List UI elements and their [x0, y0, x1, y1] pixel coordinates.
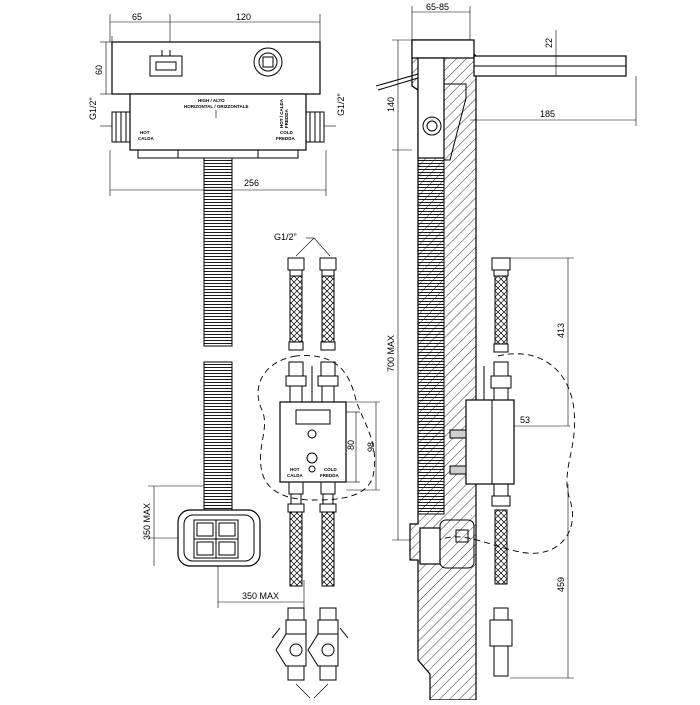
dim-98-label: 98: [366, 442, 376, 452]
body-label-2: HORIZONTAL / ORIZZONTALE: [184, 104, 249, 109]
dim-350max-h-label: 350 MAX: [242, 591, 279, 601]
dim-140-label: 140: [386, 97, 396, 112]
corrugated-conduit: [203, 157, 233, 515]
side-hoses: [483, 257, 513, 677]
top-view-lever: [149, 50, 183, 77]
body-label-1: HIGH / ALTO: [198, 98, 225, 103]
box-cold-label: COLD: [324, 467, 337, 472]
box-calda-label: CALDA: [287, 473, 303, 478]
dim-413: 413: [510, 257, 574, 426]
dim-80-label: 80: [346, 440, 356, 450]
dim-120-label: 120: [236, 12, 251, 22]
body-calda-label: CALDA: [138, 136, 154, 141]
dim-60: 60: [94, 41, 112, 95]
dim-350max-v-label: 350 MAX: [142, 503, 152, 540]
hose-top-right: [319, 257, 337, 351]
box-dashed-outline: [257, 355, 376, 501]
top-frame: [111, 41, 321, 95]
body-fredda-label: FREDDA: [276, 136, 295, 141]
body-side-label-2: FREDDA: [284, 109, 289, 128]
dim-22: 22: [476, 30, 560, 76]
g12-left-label: G1/2": [88, 97, 98, 120]
top-view: 65 120 60: [88, 12, 346, 608]
dim-700max-label: 700 MAX: [386, 335, 396, 372]
dim-65-label: 65: [132, 12, 142, 22]
box-screw-top: [307, 429, 317, 439]
stop-valve-right: [307, 607, 349, 681]
coupling-right: [305, 111, 325, 143]
g12-hoses-label: G1/2": [274, 232, 297, 242]
side-dashed-outline: [439, 353, 576, 554]
dim-413-label: 413: [556, 323, 566, 338]
dim-22-label: 22: [544, 38, 554, 48]
box-fredda-label: FREDDA: [320, 473, 339, 478]
box-fittings-bottom: [287, 481, 337, 587]
box-screw-low: [308, 465, 316, 473]
dim-60-label: 60: [94, 65, 104, 75]
dim-459: 459: [510, 484, 574, 679]
coupling-left: [111, 111, 131, 143]
body-side-label-1: HOT / CALDA: [279, 98, 284, 128]
dim-459-label: 459: [556, 577, 566, 592]
stop-valve-left: [271, 607, 307, 681]
dim-65-85-label: 65-85: [426, 2, 449, 12]
dim-350max-vertical: 350 MAX: [142, 485, 204, 566]
dim-80: 80: [346, 411, 360, 483]
thermo-assembly: G1/2": [257, 232, 380, 699]
spout: [473, 55, 627, 77]
box-display: [295, 409, 331, 425]
dim-53-label: 53: [520, 415, 530, 425]
top-view-knob: [253, 47, 283, 77]
side-thermo-box: [449, 399, 515, 485]
box-screw-mid: [306, 452, 318, 464]
side-flush-box: [419, 519, 475, 569]
side-conduit: [417, 157, 445, 515]
dim-53: 53: [514, 415, 570, 427]
dim-120: 120: [170, 12, 321, 42]
dim-700max: 700 MAX: [386, 150, 410, 541]
dim-256-label: 256: [244, 178, 259, 188]
box-hot-label: HOT: [290, 467, 300, 472]
body-cold-label: COLD: [280, 130, 293, 135]
dim-350max-horizontal: 350 MAX: [217, 566, 305, 608]
dim-185: 185: [470, 76, 637, 126]
dim-185-label: 185: [540, 109, 555, 119]
thermo-box: [279, 401, 347, 483]
hose-top-left: [287, 257, 305, 351]
cover-plate: [411, 39, 475, 59]
flush-plate: [177, 509, 261, 567]
body-hot-label: HOT: [140, 130, 150, 135]
dim-65-85: 65-85: [411, 2, 471, 40]
dim-98: 98: [346, 401, 380, 491]
side-section: 65-85 22 185 140: [375, 2, 637, 701]
box-fittings-top: [285, 361, 339, 403]
g12-right-label: G1/2": [336, 93, 346, 116]
valve-body-top: [129, 93, 307, 151]
dim-140: 140: [386, 39, 412, 151]
